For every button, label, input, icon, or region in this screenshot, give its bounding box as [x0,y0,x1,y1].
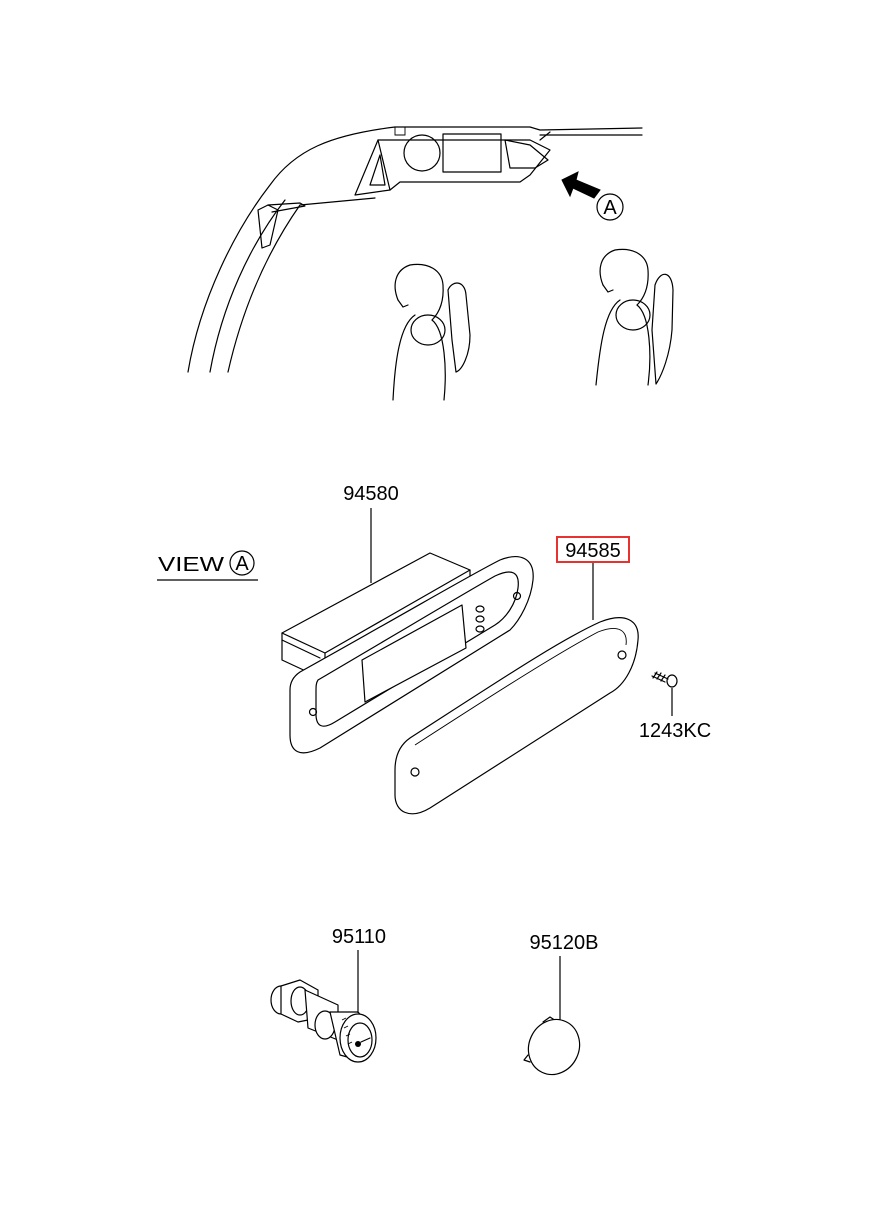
overhead-console-94580 [281,552,534,754]
cigar-lighter-95110 [270,979,377,1063]
cabin-section-illustration [187,126,643,373]
part-label-95110: 95110 [332,926,386,948]
cap-95120B [523,1016,581,1076]
view-title: VIEW [158,554,224,576]
part-label-95120B: 95120B [530,932,599,954]
part-label-1243KC: 1243KC [639,720,711,742]
rear-occupant-illustration [595,248,674,386]
front-occupant-illustration [392,263,471,401]
part-label-94585: 94585 [565,540,621,562]
arrow-view-marker-label: A [603,197,617,219]
view-marker-label: A [235,553,249,575]
cover-plate-94585 [394,617,639,815]
screw-1243KC [651,671,678,688]
highlight-box-94585 [556,536,630,563]
part-label-94580: 94580 [343,483,399,505]
view-marker-circle [229,550,255,576]
